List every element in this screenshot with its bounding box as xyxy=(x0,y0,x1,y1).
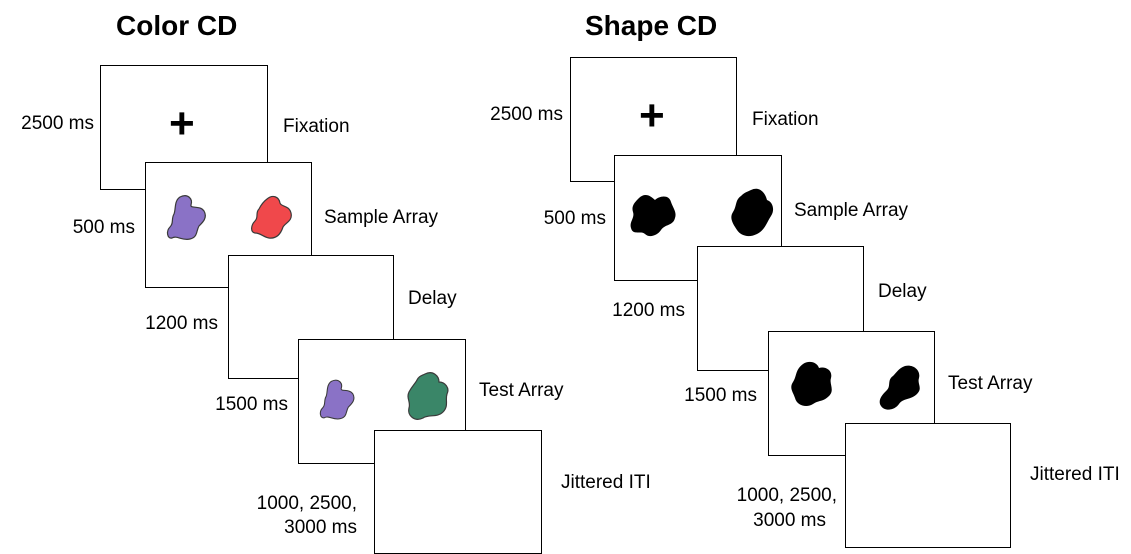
shape-test-duration: 1500 ms xyxy=(684,385,757,406)
color-test-label: Test Array xyxy=(479,380,564,401)
sample-shape-right-icon xyxy=(251,195,292,239)
color-fixation-duration: 2500 ms xyxy=(21,113,94,134)
color-iti-frame xyxy=(374,430,542,554)
shape-delay-label: Delay xyxy=(878,281,927,302)
shape-iti-frame xyxy=(845,423,1011,548)
shape-fixation-duration: 2500 ms xyxy=(490,104,563,125)
shape-fixation-label: Fixation xyxy=(752,109,819,130)
shape-iti-duration-line1: 1000, 2500, xyxy=(736,485,837,506)
shape-delay-duration: 1200 ms xyxy=(612,300,685,321)
shape-iti-label: Jittered ITI xyxy=(1030,464,1120,485)
fixation-cross-icon: + xyxy=(639,91,665,140)
color-iti-duration-line1: 1000, 2500, xyxy=(256,493,357,514)
color-delay-label: Delay xyxy=(408,288,457,309)
shape-sample-label: Sample Array xyxy=(794,200,909,221)
color-cd-title: Color CD xyxy=(116,10,238,41)
color-sample-label: Sample Array xyxy=(324,207,439,228)
shape-cd-title: Shape CD xyxy=(585,10,718,41)
shape-sample-duration: 500 ms xyxy=(543,208,606,229)
fixation-cross-icon: + xyxy=(169,99,195,148)
test-shape-right-icon xyxy=(879,365,920,410)
color-iti-label: Jittered ITI xyxy=(561,472,651,493)
test-shape-right-icon xyxy=(407,372,449,420)
sample-shape-left-icon xyxy=(166,195,206,241)
color-test-duration: 1500 ms xyxy=(215,394,288,415)
color-iti-duration-line2: 3000 ms xyxy=(284,517,357,538)
test-shape-left-icon xyxy=(319,379,355,420)
shape-iti-duration-line2: 3000 ms xyxy=(753,510,826,531)
test-shape-left-icon xyxy=(791,361,832,406)
color-delay-duration: 1200 ms xyxy=(145,313,218,334)
shape-test-label: Test Array xyxy=(948,373,1033,394)
color-fixation-label: Fixation xyxy=(283,116,350,137)
sample-shape-right-icon xyxy=(731,188,774,237)
sample-shape-left-icon xyxy=(630,194,676,237)
color-sample-duration: 500 ms xyxy=(72,217,135,238)
